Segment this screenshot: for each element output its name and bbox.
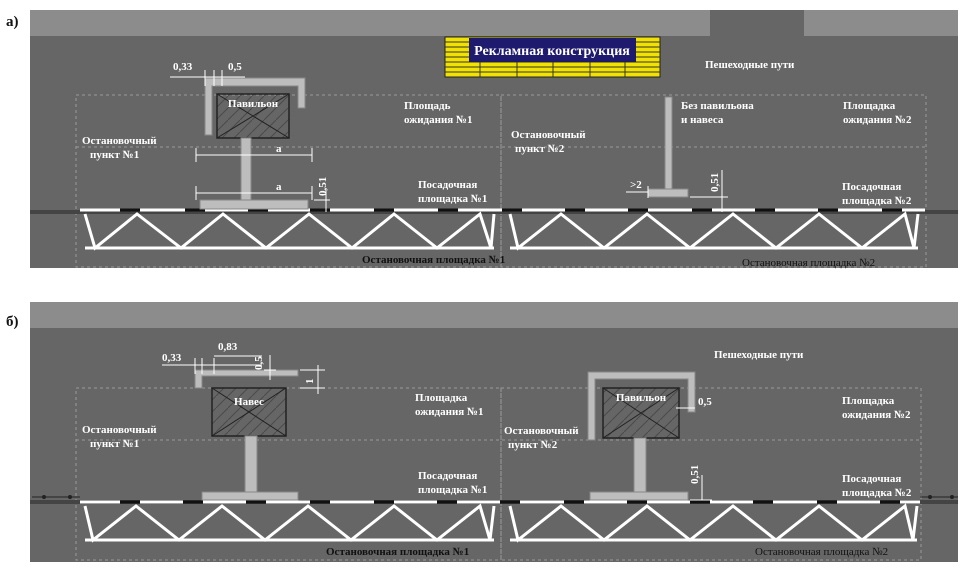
zigzag-marking-b1 xyxy=(83,503,496,543)
building-block-right xyxy=(804,10,958,36)
pavilion-a: Павильон xyxy=(199,77,309,210)
canopy-b: Навес xyxy=(194,369,299,501)
dim-033-b: 0,33 xyxy=(162,352,182,364)
stop-point-b2-line1: Остановочный xyxy=(504,425,579,437)
zigzag-marking-b2 xyxy=(508,503,919,543)
dimension-lines-b xyxy=(162,355,712,501)
stop-point-b1-line1: Остановочный xyxy=(82,424,157,436)
boarding-area-b2-line2: площадка №2 xyxy=(842,487,912,499)
panel-b-label: б) xyxy=(6,314,19,330)
waiting-area-2-line2: ожидания №2 xyxy=(843,114,912,126)
panel-b: б) Пешеходные пути xyxy=(6,302,958,562)
boarding-area-b1-line2: площадка №1 xyxy=(418,484,487,496)
dim-05-b-pavilion: 0,5 xyxy=(698,396,712,408)
stop-point-2-line1: Остановочный xyxy=(511,129,586,141)
pavilion-label-b: Павильон xyxy=(616,392,667,404)
stop-point-b1-line2: пункт №1 xyxy=(90,438,139,450)
stop-area-b2-label: Остановочная площадка №2 xyxy=(755,546,888,558)
stop-point-1-line2: пункт №1 xyxy=(90,149,139,161)
boarding-area-1-line2: площадка №1 xyxy=(418,193,487,205)
panel-a-label: а) xyxy=(6,14,19,30)
stop-point-2-line2: пункт №2 xyxy=(515,143,565,155)
canopy-label: Навес xyxy=(234,396,264,408)
advertising-structure: Рекламная конструкция xyxy=(444,36,661,78)
waiting-area-1-line1: Площадь xyxy=(404,100,451,112)
pedestrian-paths-label-b: Пешеходные пути xyxy=(714,349,804,361)
stop-area-1-label-a: Остановочная площадка №1 xyxy=(362,254,505,266)
dim-051-a1: 0,51 xyxy=(317,177,329,196)
boarding-area-2-line1: Посадочная xyxy=(842,181,901,193)
no-pavilion-line2: и навеса xyxy=(681,114,724,126)
stop-point-1-line1: Остановочный xyxy=(82,135,157,147)
stop-point-b2-line2: пункт №2 xyxy=(508,439,558,451)
curb-line-b xyxy=(32,495,958,504)
waiting-area-b1-line1: Площадка xyxy=(415,392,468,404)
pedestrian-paths-label: Пешеходные пути xyxy=(705,59,795,71)
no-pavilion-line1: Без павильона xyxy=(681,100,754,112)
waiting-area-b1-line2: ожидания №1 xyxy=(415,406,484,418)
dimension-lines-a xyxy=(170,70,728,212)
dim-gt2-a: >2 xyxy=(630,179,642,191)
stop-area-2-label-a: Остановочная площадка №2 xyxy=(742,257,875,269)
stop-area-b1-label: Остановочная площадка №1 xyxy=(326,546,469,558)
boarding-area-b1-line1: Посадочная xyxy=(418,470,477,482)
zigzag-marking-1 xyxy=(83,211,496,251)
boarding-area-b2-line1: Посадочная xyxy=(842,473,901,485)
zigzag-marking-2 xyxy=(508,211,920,251)
building-block-b xyxy=(30,302,958,328)
waiting-area-b2-line1: Площадка xyxy=(842,395,895,407)
zone-outlines-b xyxy=(75,387,922,561)
building-block-left xyxy=(30,10,710,36)
boarding-area-2-line2: площадка №2 xyxy=(842,195,912,207)
pavilion-b: Павильон xyxy=(587,371,696,501)
dim-051-b: 0,51 xyxy=(689,465,701,484)
waiting-area-1-line2: ожидания №1 xyxy=(404,114,473,126)
waiting-area-b2-line2: ожидания №2 xyxy=(842,409,911,421)
boarding-area-1-line1: Посадочная xyxy=(418,179,477,191)
waiting-area-2-line1: Площадка xyxy=(843,100,896,112)
pavilion-label-a: Павильон xyxy=(228,98,279,110)
panel-a: а) Рекламная конструкция Пешеходные пути xyxy=(6,10,958,269)
dim-1-b: 1 xyxy=(304,379,316,385)
road-edge xyxy=(30,210,958,214)
ground-area-b xyxy=(30,302,958,562)
dim-a-bottom: а xyxy=(276,181,282,193)
dim-a-top: а xyxy=(276,143,282,155)
dim-05-a: 0,5 xyxy=(228,61,242,73)
dim-05-b-vertical: 0,5 xyxy=(253,356,265,370)
dim-083-b: 0,83 xyxy=(218,341,238,353)
dim-051-a2: 0,51 xyxy=(709,173,721,192)
advert-label: Рекламная конструкция xyxy=(474,44,630,59)
dim-033-a: 0,33 xyxy=(173,61,193,73)
